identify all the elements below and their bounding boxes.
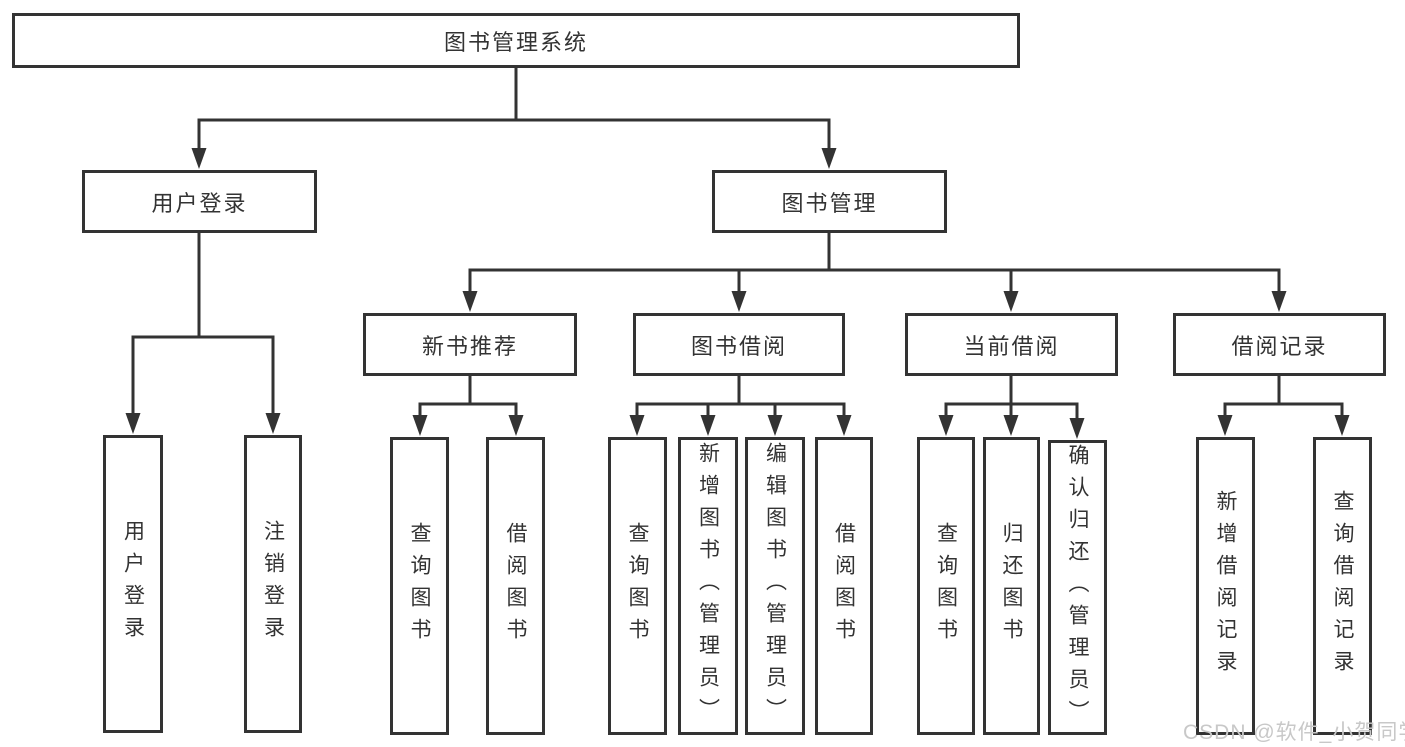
node-book-borrowing: 图书借阅: [633, 313, 845, 376]
node-label: 查询图书: [626, 522, 649, 650]
node-label: 图书管理: [781, 190, 878, 216]
node-query-borrow-record: 查询借阅记录: [1313, 437, 1372, 735]
node-label: 查询借阅记录: [1331, 490, 1354, 682]
node-user-login: 用户登录: [82, 170, 317, 233]
node-edit-book-admin: 编辑图书（管理员）: [745, 437, 805, 735]
node-label: 用户登录: [151, 190, 248, 216]
node-add-borrow-record: 新增借阅记录: [1196, 437, 1255, 735]
node-new-book-recommend: 新书推荐: [363, 313, 577, 376]
node-library-system: 图书管理系统: [12, 13, 1020, 68]
node-label: 当前借阅: [963, 333, 1060, 359]
node-label: 借阅图书: [832, 522, 856, 650]
connector-new-book-branch: [412, 374, 524, 436]
node-label: 用户登录: [121, 520, 145, 648]
node-book-management: 图书管理: [712, 170, 947, 233]
node-confirm-return-admin: 确认归还（管理员）: [1048, 440, 1107, 735]
connector-book-mgmt-branch: [462, 231, 1287, 312]
node-label: 编辑图书（管理员）: [763, 442, 787, 730]
node-add-book-admin: 新增图书（管理员）: [678, 437, 738, 735]
connector-root-branch: [191, 66, 837, 169]
node-query-books: 查询图书: [917, 437, 975, 735]
connector-borrowing-branch: [629, 374, 852, 436]
node-label: 借阅图书: [504, 522, 527, 650]
node-label: 图书借阅: [690, 333, 787, 359]
node-label: 借阅记录: [1231, 333, 1328, 359]
node-borrow-records: 借阅记录: [1173, 313, 1386, 376]
node-user-login-leaf: 用户登录: [103, 435, 163, 733]
connector-user-login-branch: [125, 231, 281, 434]
node-logout: 注销登录: [244, 435, 302, 733]
connector-current-branch: [938, 374, 1085, 439]
node-current-borrowing: 当前借阅: [905, 313, 1118, 376]
node-label: 查询图书: [408, 522, 431, 650]
node-query-books: 查询图书: [390, 437, 449, 735]
node-label: 归还图书: [1000, 522, 1023, 650]
connector-record-branch: [1217, 374, 1350, 436]
node-label: 新增图书（管理员）: [696, 442, 720, 730]
node-label: 图书管理系统: [443, 29, 588, 55]
node-borrow-books: 借阅图书: [815, 437, 873, 735]
node-label: 新书推荐: [421, 333, 518, 359]
node-label: 注销登录: [261, 520, 285, 648]
node-label: 查询图书: [934, 522, 958, 650]
node-borrow-books: 借阅图书: [486, 437, 545, 735]
node-query-books: 查询图书: [608, 437, 667, 735]
node-return-books: 归还图书: [983, 437, 1040, 735]
csdn-watermark: CSDN @软件_小贺同学: [1183, 721, 1405, 744]
node-label: 新增借阅记录: [1214, 490, 1237, 682]
node-label: 确认归还（管理员）: [1066, 443, 1089, 732]
